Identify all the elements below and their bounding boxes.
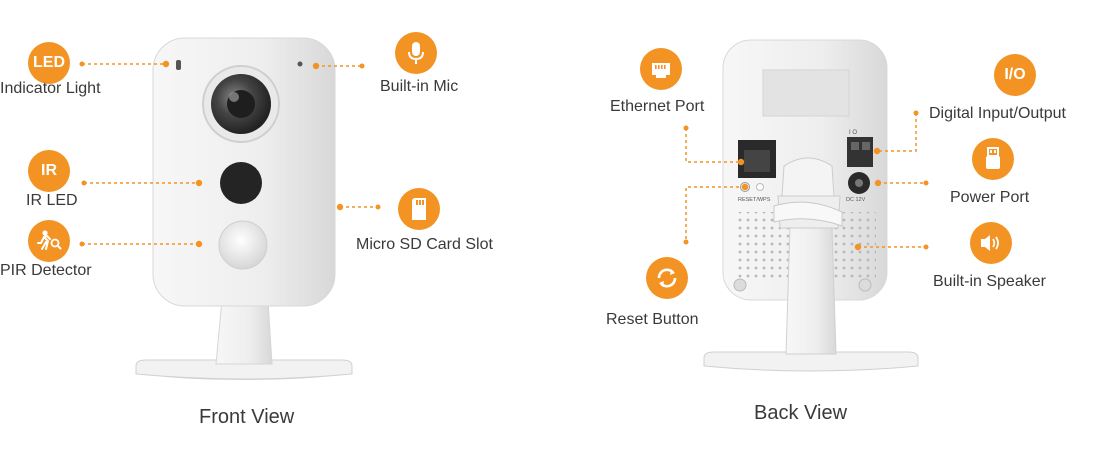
front-view-title: Front View [199, 406, 295, 428]
back-view-title: Back View [754, 402, 848, 424]
speaker-badge [970, 222, 1012, 264]
indicator-light-label: Indicator Light [0, 80, 101, 97]
built-in-mic-label: Built-in Mic [380, 78, 459, 95]
ethernet-port-icon [652, 63, 670, 78]
running-person-icon [37, 230, 62, 250]
ethernet-badge [640, 48, 682, 90]
reset-badge [646, 257, 688, 299]
ir-led-label: IR LED [26, 192, 78, 209]
sd-badge [398, 188, 440, 230]
io-panel-text: I O [849, 130, 857, 136]
power-port-label: Power Port [950, 189, 1030, 206]
led-text-icon: LED [33, 54, 65, 71]
pir-detector-label: PIR Detector [0, 262, 92, 279]
back-callout-lines [685, 113, 926, 248]
mic-badge [395, 32, 437, 74]
reset-button-label: Reset Button [606, 311, 699, 328]
front-callout-lines [82, 63, 378, 245]
io-text-icon: I/O [1004, 66, 1026, 83]
digital-input-output-label: Digital Input/Output [929, 105, 1066, 122]
reset-arrows-icon [657, 268, 677, 288]
front-camera [135, 37, 353, 380]
ir-badge: IR [28, 150, 70, 192]
back-camera: RESET/WPS I O DC 12V [703, 39, 919, 372]
led-badge: LED [28, 42, 70, 84]
back-callout-dots [683, 110, 929, 251]
built-in-speaker-label: Built-in Speaker [933, 273, 1046, 290]
pir-badge [28, 220, 70, 262]
power-badge [972, 138, 1014, 180]
power-panel-text: DC 12V [846, 197, 866, 203]
sd-card-icon [412, 198, 426, 220]
microphone-icon [408, 42, 424, 64]
reset-panel-text: RESET/WPS [738, 197, 771, 203]
io-badge: I/O [994, 54, 1036, 96]
front-callout-dots [79, 60, 381, 248]
micro-sd-card-slot-label: Micro SD Card Slot [356, 236, 493, 253]
usb-plug-icon [986, 147, 1000, 169]
ir-text-icon: IR [41, 162, 57, 179]
speaker-icon [981, 235, 999, 251]
ethernet-port-label: Ethernet Port [610, 98, 705, 115]
